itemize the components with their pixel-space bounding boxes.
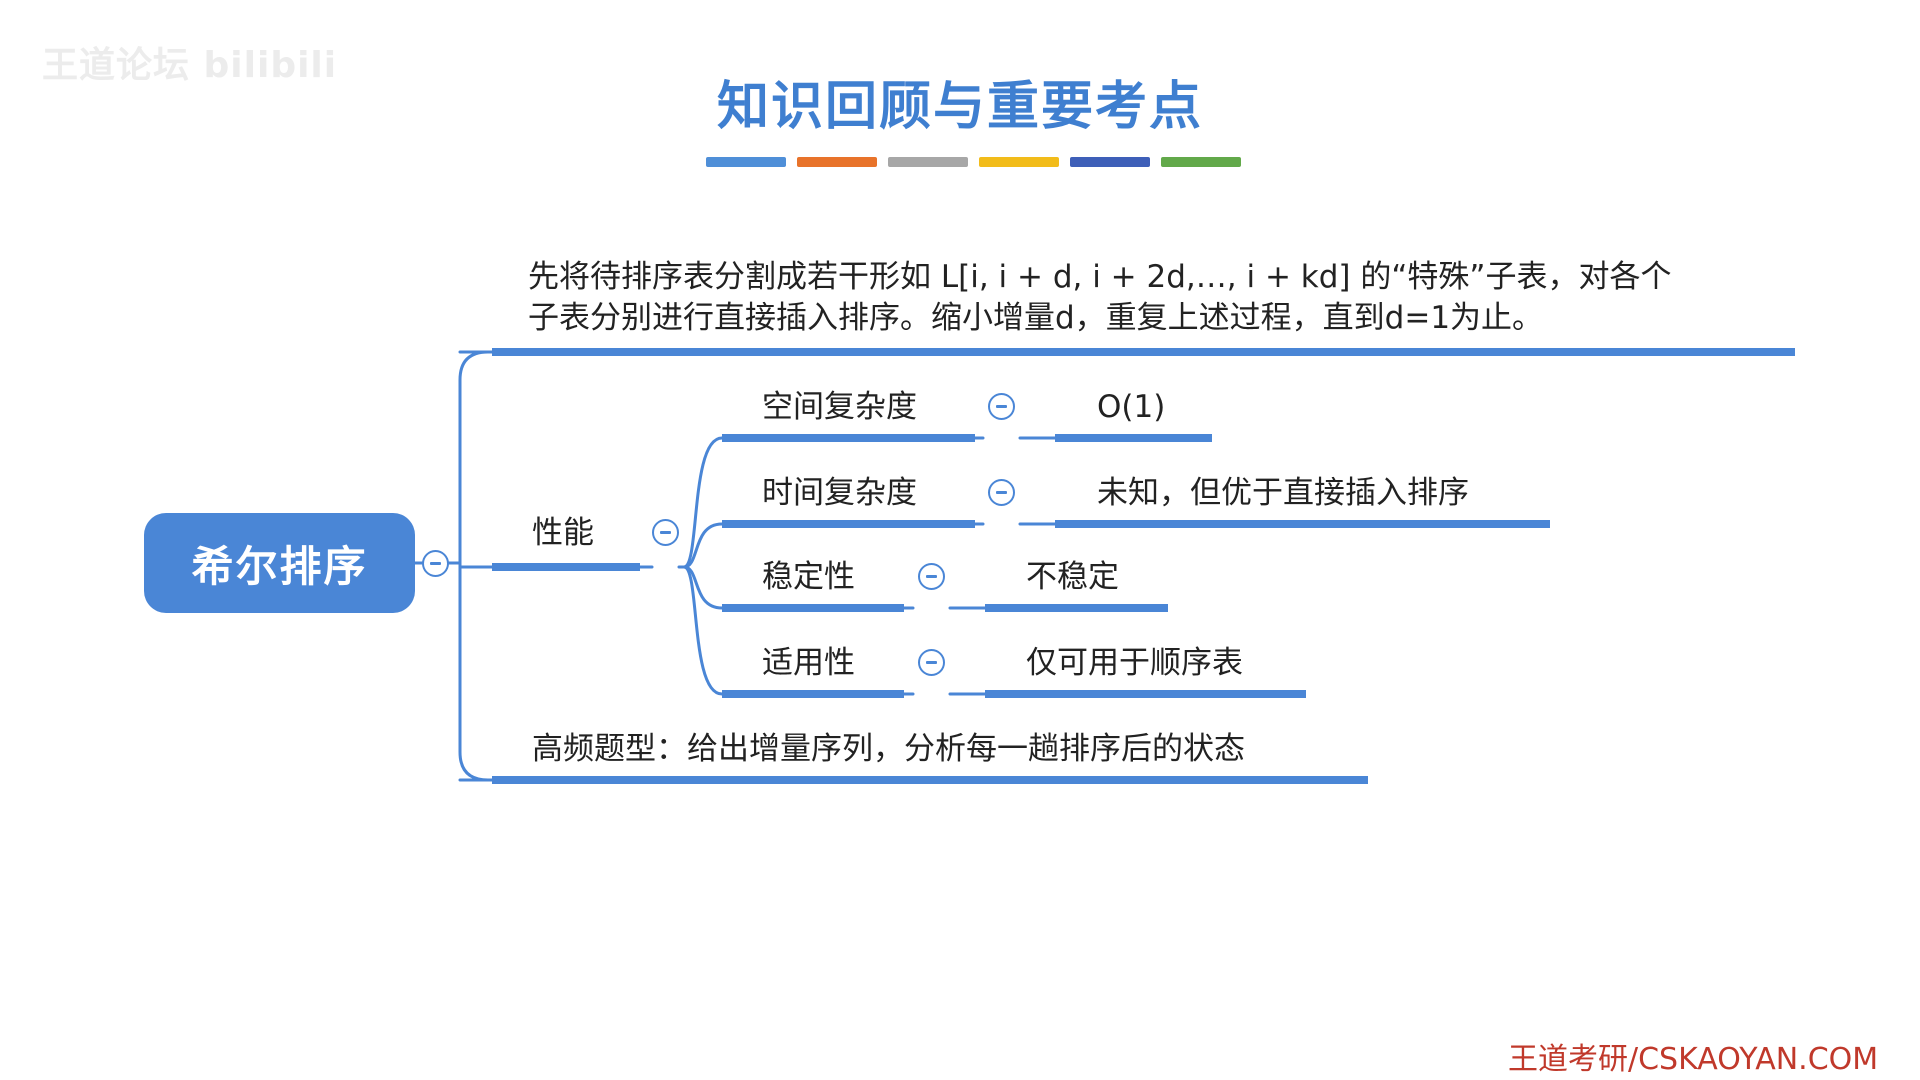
minus-icon [996,405,1007,408]
stability-value[interactable]: 不稳定 [1026,559,1119,595]
minus-icon [996,491,1007,494]
stability-collapse-button[interactable] [918,563,945,590]
root-node[interactable]: 希尔排序 [144,513,415,613]
performance-node[interactable]: 性能 [532,515,594,551]
performance-fan-2 [682,522,724,569]
time-complexity-value[interactable]: 未知，但优于直接插入排序 [1097,475,1469,511]
time-complexity-label[interactable]: 时间复杂度 [762,475,917,511]
definition-line-2: 子表分别进行直接插入排序。缩小增量d，重复上述过程，直到d=1为止。 [528,300,1544,336]
root-label: 希尔排序 [191,541,368,591]
color-bar [706,157,786,167]
watermark: 王道论坛 bilibili [42,45,338,86]
color-bar [797,157,877,167]
performance-fan-1 [682,436,724,569]
definition-line-1: 先将待排序表分割成若干形如 L[i, i + d, i + 2d,…, i + … [528,259,1672,295]
color-bar [979,157,1059,167]
applicability-collapse-button[interactable] [918,649,945,676]
space-complexity-value[interactable]: O(1) [1097,389,1166,425]
space-collapse-button[interactable] [988,393,1015,420]
minus-icon [926,661,937,664]
minus-icon [926,575,937,578]
page-title: 知识回顾与重要考点 [716,77,1203,137]
stability-label[interactable]: 稳定性 [762,559,855,595]
performance-fan-4 [682,565,724,696]
definition-node[interactable]: 先将待排序表分割成若干形如 L[i, i + d, i + 2d,…, i + … [528,257,1758,339]
minus-icon [430,562,441,565]
exam-node[interactable]: 高频题型：给出增量序列，分析每一趟排序后的状态 [532,731,1245,767]
performance-collapse-button[interactable] [652,519,679,546]
applicability-label[interactable]: 适用性 [762,645,855,681]
color-bar [888,157,968,167]
applicability-value[interactable]: 仅可用于顺序表 [1026,645,1243,681]
title-color-bars [706,157,1252,167]
color-bar [1161,157,1241,167]
time-collapse-button[interactable] [988,479,1015,506]
minus-icon [660,531,671,534]
footer-brand: 王道考研/CSKAOYAN.COM [1508,1042,1879,1077]
space-complexity-label[interactable]: 空间复杂度 [762,389,917,425]
color-bar [1070,157,1150,167]
root-collapse-button[interactable] [422,550,449,577]
